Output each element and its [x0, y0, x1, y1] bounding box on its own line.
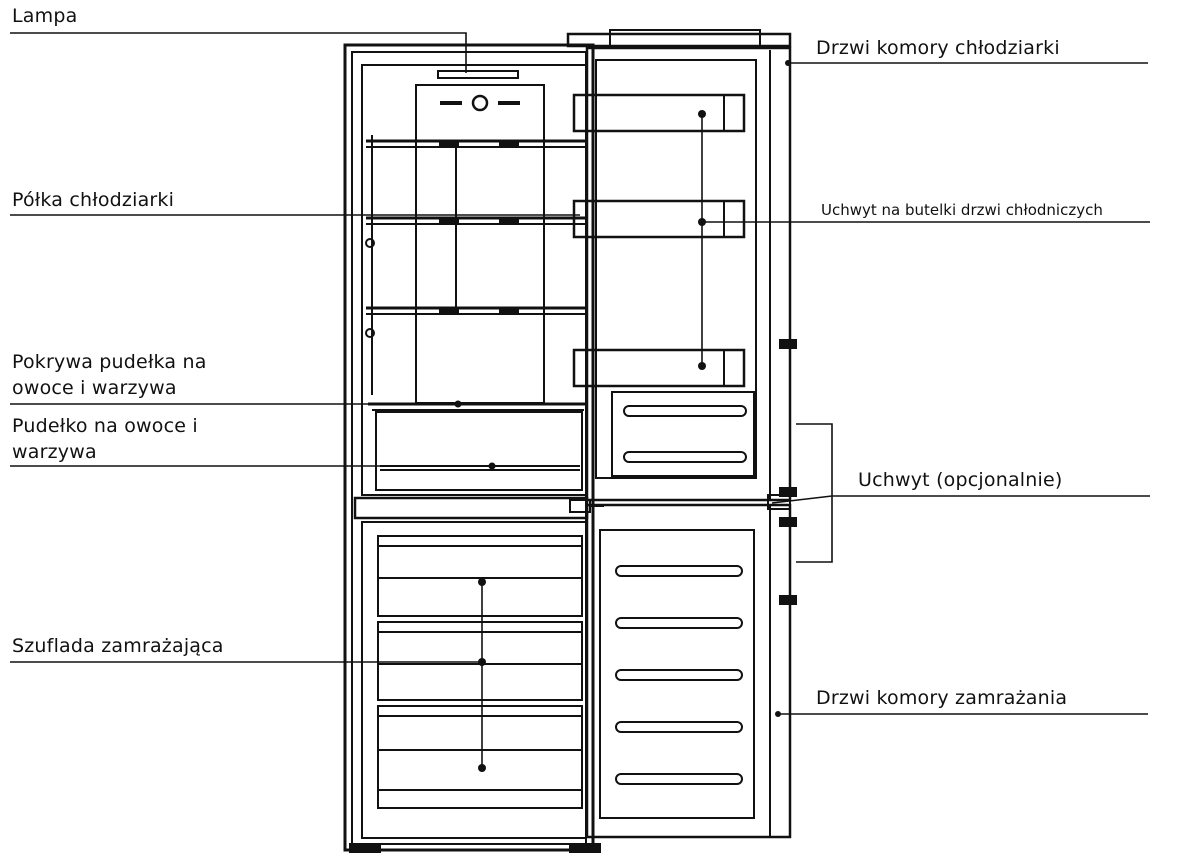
label-crisper-box-line1: Pudełko na owoce i — [12, 415, 198, 437]
fridge-cabinet — [343, 43, 601, 853]
label-freezer-door: Drzwi komory zamrażania — [816, 687, 1068, 709]
fridge-shelves — [365, 135, 586, 395]
crisper-assembly — [368, 402, 586, 491]
freezer-door — [585, 503, 792, 839]
label-handle: Uchwyt (opcjonalnie) — [858, 469, 1063, 491]
label-crisper-cover-line1: Pokrywa pudełka na — [12, 351, 207, 373]
label-lamp: Lampa — [12, 5, 78, 27]
lamp-unit — [415, 70, 545, 404]
label-crisper-box-line2: warzywa — [12, 441, 97, 463]
handle-assembly — [569, 339, 797, 605]
label-bottle-holder: Uchwyt na butelki drzwi chłodniczych — [821, 201, 1103, 219]
label-crisper-cover-line2: owoce i warzywa — [12, 377, 177, 399]
label-freezer-drawer: Szuflada zamrażająca — [12, 635, 224, 657]
label-fridge-shelf: Półka chłodziarki — [12, 189, 175, 211]
fridge-door — [572, 46, 792, 502]
label-fridge-door: Drzwi komory chłodziarki — [816, 37, 1060, 59]
freezer-drawers — [377, 535, 583, 809]
